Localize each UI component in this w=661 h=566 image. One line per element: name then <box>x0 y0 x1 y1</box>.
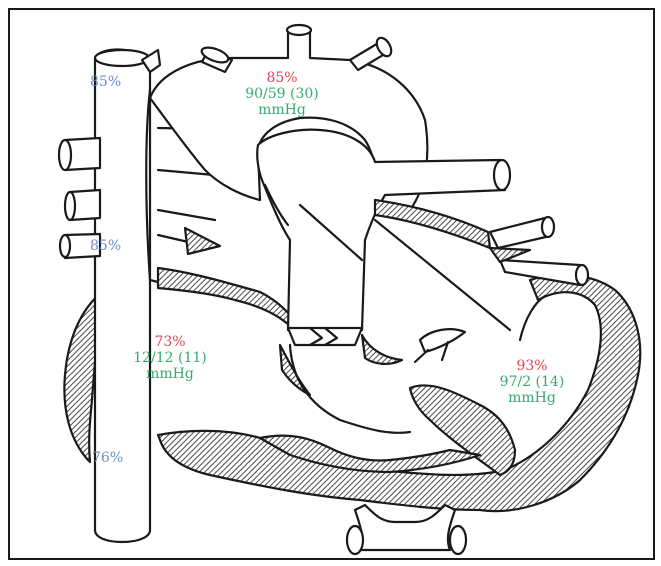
lv-saturation: 93% <box>482 358 582 374</box>
aortic-branch-opening <box>287 25 311 35</box>
svc-top-opening <box>95 50 149 66</box>
aorta-pressure: 90/59 (30) <box>232 86 332 102</box>
ra-unit: mmHg <box>120 366 220 382</box>
mitral-valve <box>420 329 465 352</box>
svc-upper-saturation: 85% <box>90 74 121 90</box>
right-atrium-floor <box>158 268 290 326</box>
left-atrium-wall <box>375 200 490 248</box>
pulmonary-artery-opening <box>494 160 510 190</box>
svc-lower-saturation: 85% <box>90 238 121 254</box>
left-ventricle-readout: 93% 97/2 (14) mmHg <box>482 358 582 406</box>
lv-pressure: 97/2 (14) <box>482 374 582 390</box>
lv-unit: mmHg <box>482 390 582 406</box>
superior-vena-cava <box>95 49 150 542</box>
aorta-unit: mmHg <box>232 102 332 118</box>
right-atrium-readout: 73% 12/12 (11) mmHg <box>120 334 220 382</box>
lv-cavity-edge <box>520 296 545 340</box>
aorta-readout: 85% 90/59 (30) mmHg <box>232 70 332 118</box>
aorta-saturation: 85% <box>232 70 332 86</box>
ra-saturation: 73% <box>120 334 220 350</box>
ivc-saturation: 76% <box>92 450 123 466</box>
pulmonary-valve <box>288 328 362 345</box>
diagram-frame: 85% 85% 76% 85% 90/59 (30) mmHg 73% 12/1… <box>8 8 655 560</box>
inferior-vessel <box>355 505 455 550</box>
ra-pressure: 12/12 (11) <box>120 350 220 366</box>
septum <box>362 335 402 364</box>
